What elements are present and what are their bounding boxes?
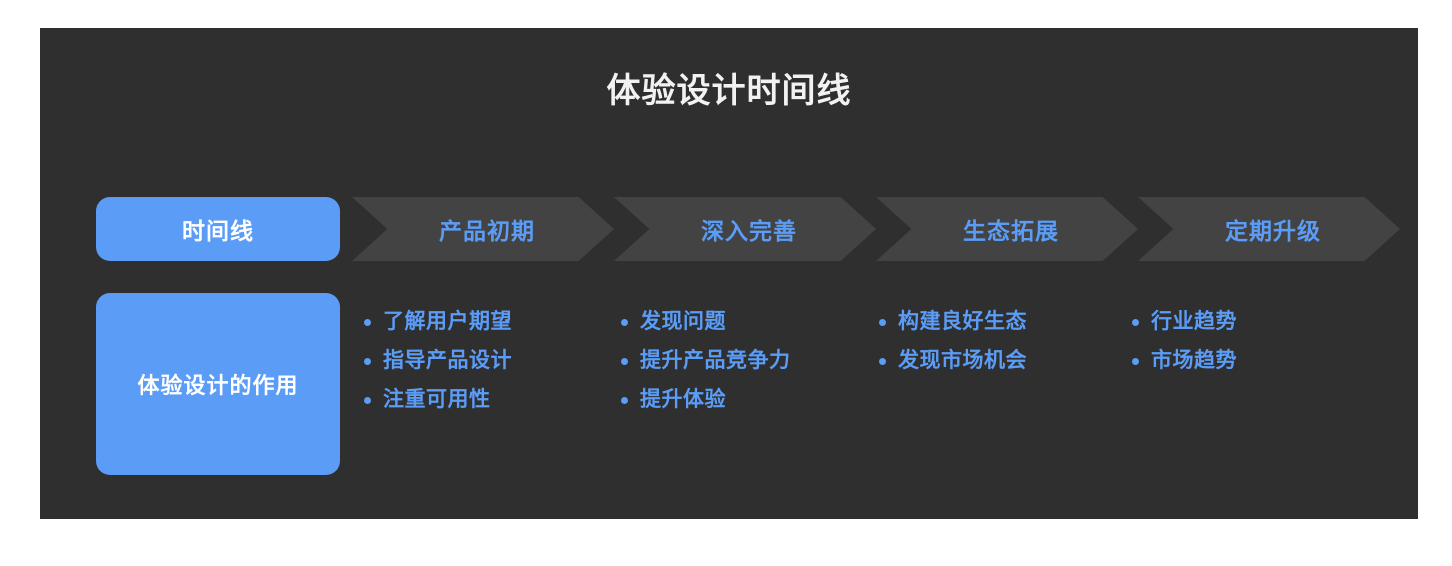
list-item: 发现市场机会 <box>879 346 1127 376</box>
bullet-dot-icon <box>621 319 628 326</box>
list-item: 市场趋势 <box>1132 346 1380 376</box>
bullet-dot-icon <box>1132 358 1139 365</box>
stage-chevron-1-label: 产品初期 <box>439 218 535 244</box>
list-item: 行业趋势 <box>1132 307 1380 337</box>
list-item-label: 指导产品设计 <box>383 349 512 372</box>
list-item: 发现问题 <box>621 307 869 337</box>
list-item: 构建良好生态 <box>879 307 1127 337</box>
list-item-label: 注重可用性 <box>383 388 491 411</box>
list-item-label: 提升产品竞争力 <box>640 349 791 372</box>
bullet-column-1: 了解用户期望 指导产品设计 注重可用性 <box>364 307 612 424</box>
stage-chevron-3[interactable]: 生态拓展 <box>876 197 1138 261</box>
list-item-label: 行业趋势 <box>1151 310 1237 333</box>
role-row-label-text: 体验设计的作用 <box>137 373 299 398</box>
bullet-column-3: 构建良好生态 发现市场机会 <box>879 307 1127 385</box>
list-item: 提升产品竞争力 <box>621 346 869 376</box>
stage-row-label: 时间线 <box>96 197 340 261</box>
bullet-column-2: 发现问题 提升产品竞争力 提升体验 <box>621 307 869 424</box>
list-item-label: 发现市场机会 <box>898 349 1027 372</box>
stage-row: 时间线 产品初期 深入完善 生态拓展 定期升级 <box>96 197 1406 261</box>
page-title: 体验设计时间线 <box>606 72 852 110</box>
stage-chevron-2[interactable]: 深入完善 <box>614 197 876 261</box>
bullet-dot-icon <box>364 319 371 326</box>
role-row-label: 体验设计的作用 <box>96 293 340 475</box>
bullet-column-4: 行业趋势 市场趋势 <box>1132 307 1380 385</box>
list-item-label: 发现问题 <box>640 310 726 333</box>
list-item: 指导产品设计 <box>364 346 612 376</box>
bullet-dot-icon <box>621 358 628 365</box>
stage-chevron-1[interactable]: 产品初期 <box>352 197 614 261</box>
list-item-label: 提升体验 <box>640 388 726 411</box>
bullet-dot-icon <box>879 319 886 326</box>
list-item-label: 市场趋势 <box>1151 349 1237 372</box>
stage-row-label-text: 时间线 <box>182 218 254 244</box>
bullet-dot-icon <box>879 358 886 365</box>
bullet-dot-icon <box>1132 319 1139 326</box>
stage-chevron-3-label: 生态拓展 <box>963 218 1059 244</box>
stage-chevron-4[interactable]: 定期升级 <box>1138 197 1400 261</box>
stage-chevron-4-label: 定期升级 <box>1225 218 1321 244</box>
list-item: 注重可用性 <box>364 385 612 415</box>
list-item: 提升体验 <box>621 385 869 415</box>
list-item-label: 了解用户期望 <box>383 310 512 333</box>
list-item: 了解用户期望 <box>364 307 612 337</box>
bullet-dot-icon <box>364 397 371 404</box>
stage-chevron-2-label: 深入完善 <box>701 218 797 244</box>
timeline-panel: 体验设计时间线 时间线 产品初期 深入完善 生态拓展 定期升级 体验设计的作用 <box>40 28 1418 519</box>
role-row: 体验设计的作用 了解用户期望 指导产品设计 注重可用性 <box>96 293 1406 478</box>
bullet-dot-icon <box>621 397 628 404</box>
bullet-dot-icon <box>364 358 371 365</box>
list-item-label: 构建良好生态 <box>898 310 1027 333</box>
